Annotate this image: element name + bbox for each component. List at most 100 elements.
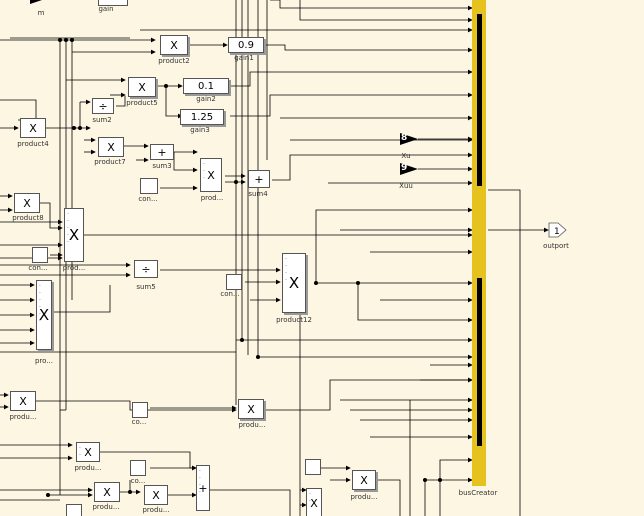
multiply-icon: X <box>19 394 27 408</box>
product2-label: product2 <box>158 57 190 65</box>
product-block-a[interactable]: ··· X <box>200 158 222 192</box>
product7-block[interactable]: X <box>98 137 124 157</box>
gain-label: gain <box>98 5 114 13</box>
product-block-i[interactable]: X <box>352 470 376 490</box>
constant-block-a[interactable] <box>140 178 158 194</box>
gain3-label: gain3 <box>190 126 210 134</box>
product12-block[interactable]: ···· X <box>282 253 306 313</box>
multiply-icon: X <box>247 402 255 416</box>
port-dots: ······ <box>39 283 41 325</box>
multiply-icon: X <box>207 168 215 182</box>
gain2-value: 0.1 <box>198 80 214 92</box>
port-dots: ···· <box>199 468 201 496</box>
product5-block[interactable]: X <box>128 77 156 97</box>
divide-icon: ÷ <box>141 262 151 276</box>
sum4-label: sum4 <box>248 190 268 198</box>
divide-icon: ÷ <box>98 99 108 113</box>
product-b-label: prod... <box>62 264 86 272</box>
sum3-block[interactable]: + <box>150 144 174 160</box>
multiply-icon: X <box>170 38 178 52</box>
product-block-h[interactable]: X <box>144 485 168 505</box>
multiply-icon: X <box>84 445 92 459</box>
product-block-c[interactable]: ······ X <box>36 280 52 350</box>
multiply-icon: X <box>103 485 111 499</box>
constant-block-d[interactable] <box>132 402 148 418</box>
product7-label: product7 <box>94 158 126 166</box>
sum-block-bottom[interactable]: ···· + <box>196 465 210 511</box>
gain-block-partial[interactable] <box>98 0 128 6</box>
product-block-e[interactable]: X <box>238 399 264 419</box>
from-tag-m-partial[interactable] <box>30 0 48 4</box>
m-label: m <box>37 9 45 17</box>
constant-e-label: co... <box>130 477 146 485</box>
bus-creator-bar-bottom <box>477 278 482 446</box>
product-f-label: produ... <box>74 464 102 472</box>
from-tag-xu-value: 8 <box>401 133 408 143</box>
multiply-icon: X <box>360 473 368 487</box>
from-tag-xu-label: Xu <box>401 152 411 160</box>
outport-label: outport <box>543 242 569 250</box>
product2-block[interactable]: X <box>160 35 188 55</box>
product-i-label: produ... <box>350 493 378 501</box>
multiply-icon: X <box>23 196 31 210</box>
sum4-block[interactable]: + <box>248 170 270 188</box>
sum5-label: sum5 <box>136 283 156 291</box>
product8-label: product8 <box>12 214 44 222</box>
constant-a-label: con... <box>138 195 158 203</box>
outport-block[interactable]: 1 <box>548 222 568 238</box>
constant-b-label: con... <box>28 264 48 272</box>
product-d-label: produ... <box>9 413 37 421</box>
constant-block-c[interactable] <box>226 274 242 290</box>
product4-block[interactable]: X <box>20 118 46 138</box>
sum2-label: sum2 <box>92 116 112 124</box>
product-block-j[interactable]: ·· X <box>306 488 322 516</box>
port-dots: ·· <box>79 445 81 459</box>
bus-creator-label: busCreator <box>458 489 498 497</box>
constant-block-f[interactable] <box>305 459 321 475</box>
gain2-label: gain2 <box>196 95 216 103</box>
port-dots: ···· <box>285 256 287 284</box>
product5-label: product5 <box>126 99 158 107</box>
constant-block-e[interactable] <box>130 460 146 476</box>
plus-icon: + <box>254 172 264 186</box>
product8-block[interactable]: X <box>14 193 40 213</box>
constant-block-b[interactable] <box>32 247 48 263</box>
from-tag-xuu-value: 9 <box>401 163 408 173</box>
multiply-icon: X <box>288 273 300 292</box>
port-dots: ····· <box>67 211 69 246</box>
multiply-icon: X <box>107 140 115 154</box>
multiply-icon: X <box>29 121 37 135</box>
bus-creator-block[interactable] <box>472 0 486 486</box>
port-dots: ··· <box>203 161 205 182</box>
product-a-label: prod... <box>200 194 224 202</box>
constant-d-label: co... <box>131 418 147 426</box>
gain1-block[interactable]: 0.9 <box>228 37 264 53</box>
product4-label: product4 <box>17 140 49 148</box>
gain2-block[interactable]: 0.1 <box>183 78 229 94</box>
product-g-label: produ... <box>92 503 120 511</box>
product12-label: product12 <box>276 316 312 324</box>
outport-value: 1 <box>554 227 560 237</box>
multiply-icon: X <box>68 225 80 244</box>
sum2-block[interactable]: ÷ <box>92 98 114 114</box>
from-tag-xuu[interactable]: 9 <box>400 163 418 175</box>
product-block-f[interactable]: ·· X <box>76 442 100 462</box>
product-block-d[interactable]: X <box>10 391 36 411</box>
product-block-b[interactable]: ····· X <box>64 208 84 262</box>
from-tag-xuu-label: Xuu <box>399 182 413 190</box>
product-e-label: produ... <box>238 421 266 429</box>
multiply-icon: X <box>38 305 50 324</box>
from-tag-xu[interactable]: 8 <box>400 133 418 145</box>
plus-icon: + <box>157 145 167 159</box>
constant-block-partial[interactable] <box>66 504 82 516</box>
sum3-label: sum3 <box>152 162 172 170</box>
gain3-block[interactable]: 1.25 <box>180 109 224 125</box>
port-dots: ·· <box>309 491 311 505</box>
gain3-value: 1.25 <box>190 111 214 123</box>
multiply-icon: X <box>152 488 160 502</box>
product-block-g[interactable]: X <box>94 482 120 502</box>
constant-c-label: con... <box>220 290 240 298</box>
sum5-block[interactable]: ÷ <box>134 260 158 278</box>
